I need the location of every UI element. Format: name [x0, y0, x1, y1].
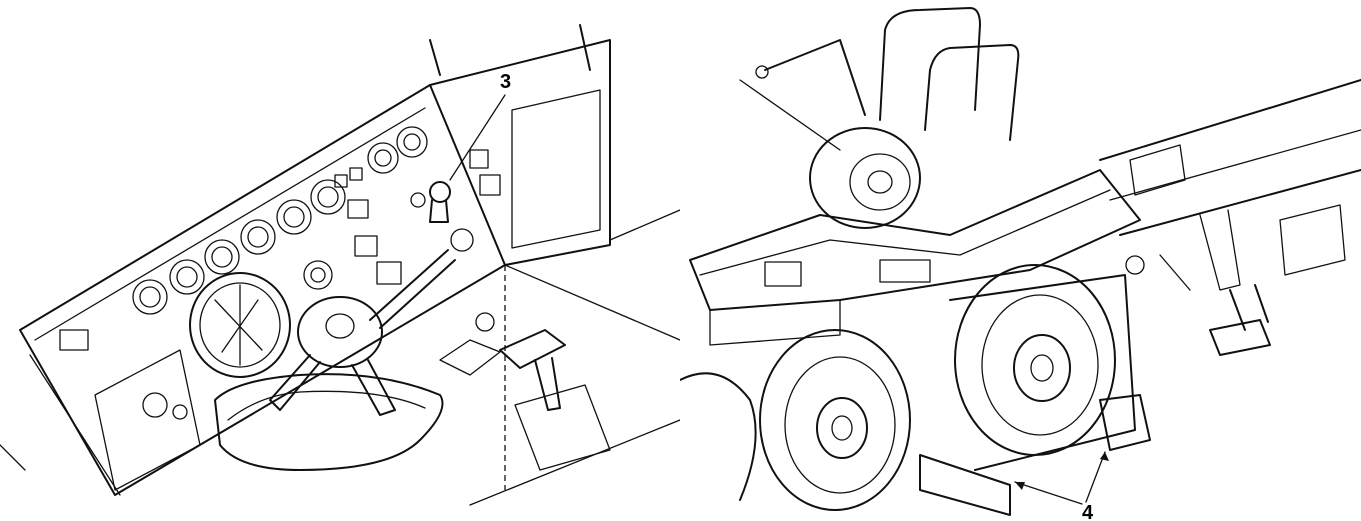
- trailer-frame: [1099, 79, 1361, 356]
- gauge-cluster: [132, 126, 428, 315]
- callout-leader-line-a: [1014, 481, 1083, 505]
- callout-number-3: 3: [500, 71, 511, 93]
- wheel-chocks: [919, 394, 1151, 516]
- switch-bank: [334, 149, 501, 285]
- truck-body: [689, 169, 1141, 346]
- control-knob: [410, 181, 474, 252]
- fender-panel: [949, 274, 1136, 471]
- callout-leader-line: [449, 94, 506, 181]
- chassis-drawing: 4: [680, 7, 1361, 521]
- gear-shifter: [439, 312, 611, 471]
- front-wheel: [759, 329, 911, 511]
- steering-wheel: [214, 249, 456, 471]
- roll-bar-frame: [739, 7, 1020, 151]
- spare-tire: [809, 127, 921, 229]
- chassis-illustration: 4: [680, 0, 1361, 521]
- callout-leader-line-b: [1085, 451, 1106, 503]
- heater-control-box: [59, 329, 201, 491]
- speedometer: [189, 272, 291, 378]
- callout-number-4: 4: [1082, 502, 1094, 521]
- side-panel: [429, 39, 611, 266]
- dashboard-drawing: 3: [0, 24, 680, 506]
- cab-interior-illustration: 3: [0, 0, 680, 521]
- rear-wheel: [954, 264, 1116, 456]
- partial-wheel: [680, 372, 757, 501]
